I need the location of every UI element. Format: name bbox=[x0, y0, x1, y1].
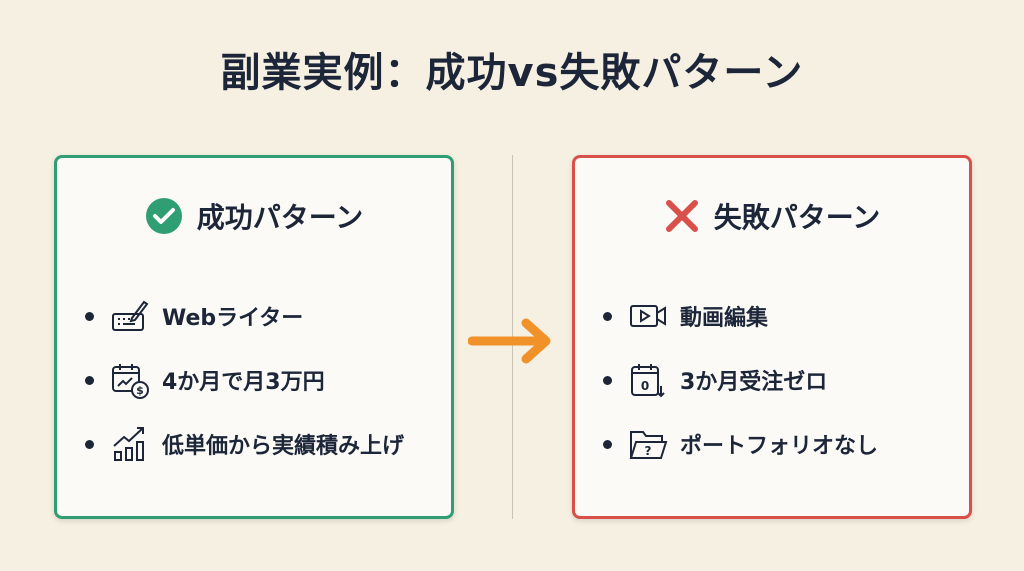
cross-icon bbox=[665, 200, 698, 232]
item-label: 低単価から実績積み上げ bbox=[162, 434, 405, 459]
item-label: 動画編集 bbox=[680, 306, 769, 331]
bullet bbox=[603, 375, 612, 385]
success-header: 成功パターン bbox=[57, 196, 451, 236]
bullet bbox=[603, 311, 612, 321]
svg-text:$: $ bbox=[136, 384, 144, 397]
list-item: 動画編集 bbox=[603, 284, 878, 348]
success-card: 成功パターン Webライター $ 4か月で月3万円 低単価から実績積み上げ bbox=[54, 155, 454, 519]
check-circle-icon bbox=[145, 198, 182, 234]
list-item: $ 4か月で月3万円 bbox=[85, 348, 404, 412]
list-item: 0 3か月受注ゼロ bbox=[603, 348, 878, 412]
growth-chart-icon bbox=[113, 427, 144, 461]
keyboard-pen-icon bbox=[112, 300, 149, 331]
failure-heading: 失敗パターン bbox=[713, 201, 881, 234]
failure-header: 失敗パターン bbox=[575, 196, 969, 236]
bullet bbox=[85, 375, 94, 385]
folder-question-icon: ? bbox=[629, 431, 668, 459]
calendar-money-icon: $ bbox=[112, 364, 149, 399]
failure-card: 失敗パターン 動画編集 0 3か月受注ゼロ ? ポートフォリオなし bbox=[572, 155, 972, 519]
item-label: 3か月受注ゼロ bbox=[680, 370, 828, 395]
bullet bbox=[603, 439, 612, 449]
bullet bbox=[85, 311, 94, 321]
calendar-zero-icon: 0 bbox=[631, 364, 665, 398]
item-label: Webライター bbox=[162, 306, 304, 331]
success-heading: 成功パターン bbox=[196, 201, 364, 234]
svg-text:0: 0 bbox=[641, 379, 649, 393]
item-label: 4か月で月3万円 bbox=[162, 370, 325, 395]
list-item: ? ポートフォリオなし bbox=[603, 412, 878, 476]
bullet bbox=[85, 439, 94, 449]
list-item: Webライター bbox=[85, 284, 404, 348]
video-camera-icon bbox=[630, 305, 666, 327]
page-title: 副業実例：成功vs失敗パターン bbox=[220, 50, 804, 96]
list-item: 低単価から実績積み上げ bbox=[85, 412, 404, 476]
arrow-right-icon bbox=[468, 318, 551, 364]
item-label: ポートフォリオなし bbox=[680, 434, 879, 459]
svg-text:?: ? bbox=[645, 444, 652, 458]
